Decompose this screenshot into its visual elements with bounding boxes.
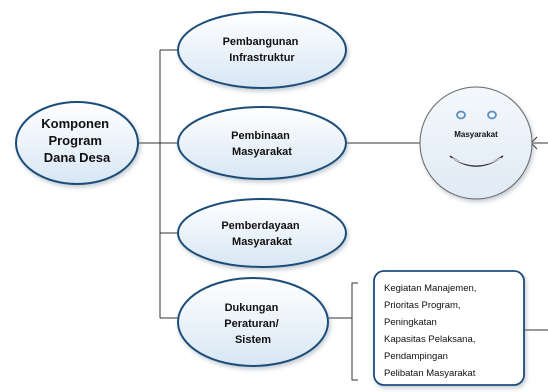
root-node: Komponen Program Dana Desa xyxy=(15,101,139,185)
svg-text:Pembangunan Infrastruktu: Pembangunan Infrastruktur xyxy=(223,36,302,64)
support-box-line: Kapasitas Pelaksana, xyxy=(384,334,475,345)
component-dukungan-peraturan-sistem: Dukungan Peraturan/ Sistem xyxy=(177,277,329,367)
component-label-line: Pembangunan xyxy=(223,36,299,48)
component-label-line: Peraturan/ xyxy=(224,318,278,330)
component-pemberdayaan-masyarakat: Pemberdayaan Masyarakat xyxy=(177,198,347,268)
component-label-line: Masyarakat xyxy=(232,146,292,158)
component-label-line: Infrastruktur xyxy=(229,52,295,64)
component-label-line: Dukungan xyxy=(225,302,279,314)
smile-highlight xyxy=(451,157,502,166)
support-box-line: Kegiatan Manajemen, xyxy=(384,283,476,294)
component-label-line: Pembinaan xyxy=(231,130,290,142)
svg-text:Kegiatan Manajemen, Prio: Kegiatan Manajemen, Prioritas Program, P… xyxy=(384,283,479,379)
root-label-line: Program xyxy=(48,133,101,148)
actor-masyarakat: Masyarakat xyxy=(419,86,533,200)
component-label-line: Sistem xyxy=(235,334,271,346)
component-pembangunan-infrastruktur: Pembangunan Infrastruktur xyxy=(177,11,347,89)
component-label-line: Masyarakat xyxy=(232,236,292,248)
svg-text:Dukungan Peraturan/: Dukungan Peraturan/ Sistem xyxy=(224,302,281,346)
connectors xyxy=(137,49,548,381)
support-box-line: Prioritas Program, xyxy=(384,300,461,311)
component-pembinaan-masyarakat: Pembinaan Masyarakat xyxy=(177,106,347,180)
root-label-line: Dana Desa xyxy=(44,150,111,165)
left-eye-icon xyxy=(456,110,466,120)
support-box-bracket xyxy=(351,282,358,381)
root-label: Komponen Program Dana Desa xyxy=(41,116,113,165)
svg-text:Pemberdayaan Masyarakat: Pemberdayaan Masyarakat xyxy=(221,220,302,248)
support-box-line: Pendampingan xyxy=(384,351,448,362)
support-box-line: Pelibatan Masyarakat xyxy=(384,368,476,379)
support-activities-box: Kegiatan Manajemen, Prioritas Program, P… xyxy=(373,270,525,386)
right-eye-icon xyxy=(487,110,497,120)
component-label-line: Pemberdayaan xyxy=(221,220,300,232)
root-label-line: Komponen xyxy=(41,116,109,131)
actor-label: Masyarakat xyxy=(454,130,498,139)
support-box-line: Peningkatan xyxy=(384,317,437,328)
smiley-face-icon xyxy=(419,86,533,200)
svg-text:Pembinaan Masyarakat: Pembinaan Masyarakat xyxy=(231,130,293,158)
